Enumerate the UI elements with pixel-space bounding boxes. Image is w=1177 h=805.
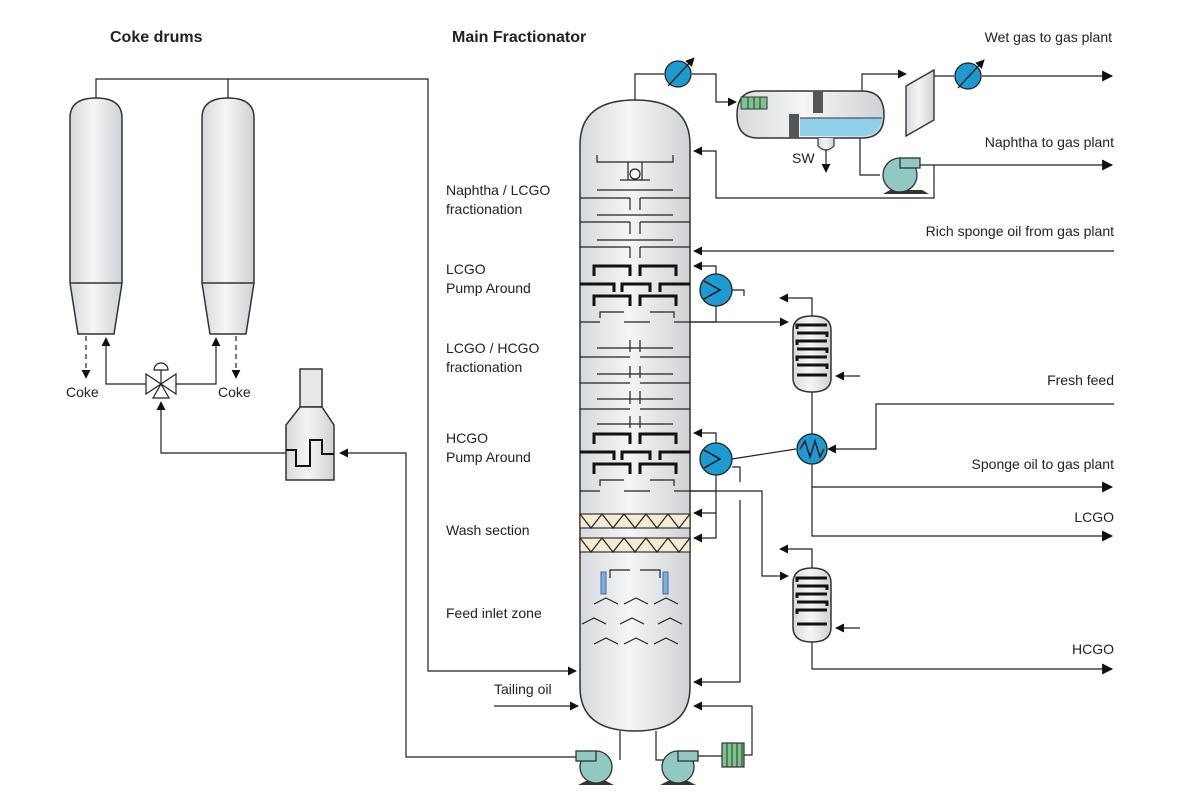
lcgo-pa-label-2: Pump Around [446,280,531,296]
overhead-cooler-icon [664,57,695,88]
hcgo-stripper-vapour-line [779,544,813,568]
lcgo-stripper-vapour-line [779,293,813,316]
wet-gas-compressor-icon [905,68,935,138]
overhead-lines [634,69,1114,199]
rich-sponge-oil-label: Rich sponge oil from gas plant [926,223,1114,239]
feed-inlet-label: Feed inlet zone [446,605,542,621]
column-trays [580,155,690,492]
furnace-icon [285,368,335,481]
hcgo-stripper [792,567,832,643]
sw-label: SW [792,150,815,166]
circulating-pump-icon [660,750,699,785]
fresh-feed-label: Fresh feed [1047,372,1114,388]
naphtha-label: Naphtha to gas plant [985,134,1114,150]
lcgo-hcgo-label-2: fractionation [446,359,522,375]
naphtha-lcgo-label-1: Naphtha / LCGO [446,182,550,198]
drum-feed-lines [101,337,286,454]
coke-label-right: Coke [218,384,251,400]
naphtha-lcgo-label-2: fractionation [446,201,522,217]
lcgo-label: LCGO [1074,509,1114,525]
coke-drums-heading: Coke drums [110,29,203,46]
hcgo-product-line [811,642,1114,675]
naphtha-pump-icon [882,157,929,194]
lcgo-pa-label-1: LCGO [446,261,486,277]
feed-inlet-internals [581,569,683,645]
hcgo-draw-line [690,490,789,581]
circulating-bottoms-line [655,731,664,761]
wet-gas-cooler-icon [954,59,985,90]
wash-section-label: Wash section [446,522,530,538]
wash-section-packing [579,513,691,553]
bottoms-to-furnace-line [339,448,580,758]
lcgo-pumparound-exchanger-icon [699,273,745,307]
coke-drum-right [201,97,255,335]
lcgo-hcgo-label-1: LCGO / HCGO [446,340,539,356]
coke-drum-left [69,97,123,335]
hcgo-pa-label-2: Pump Around [446,449,531,465]
hcgo-pumparound-exchanger-icon [699,442,797,482]
fresh-feed-line [827,403,1114,454]
bottoms-recycle-line [693,701,753,756]
fresh-feed-exchanger-icon [796,433,828,465]
reflux-drum [736,90,885,173]
drum-vapour-line [95,78,577,676]
hcgo-pa-label-1: HCGO [446,430,488,446]
coke-label-left: Coke [66,384,99,400]
sponge-oil-label: Sponge oil to gas plant [972,456,1115,472]
hcgo-label: HCGO [1072,641,1114,657]
switch-valve-icon [145,362,177,399]
tailing-oil-label: Tailing oil [494,681,552,697]
wash-oil-recycle-line [693,500,741,687]
bottoms-pump-icon [575,750,614,785]
main-fractionator-column [579,99,691,732]
wet-gas-label: Wet gas to gas plant [985,29,1112,45]
bottoms-cooler-icon [721,742,745,768]
lcgo-stripper [792,315,832,393]
main-fractionator-heading: Main Fractionator [452,29,586,46]
lcgo-product-line [811,487,1114,542]
